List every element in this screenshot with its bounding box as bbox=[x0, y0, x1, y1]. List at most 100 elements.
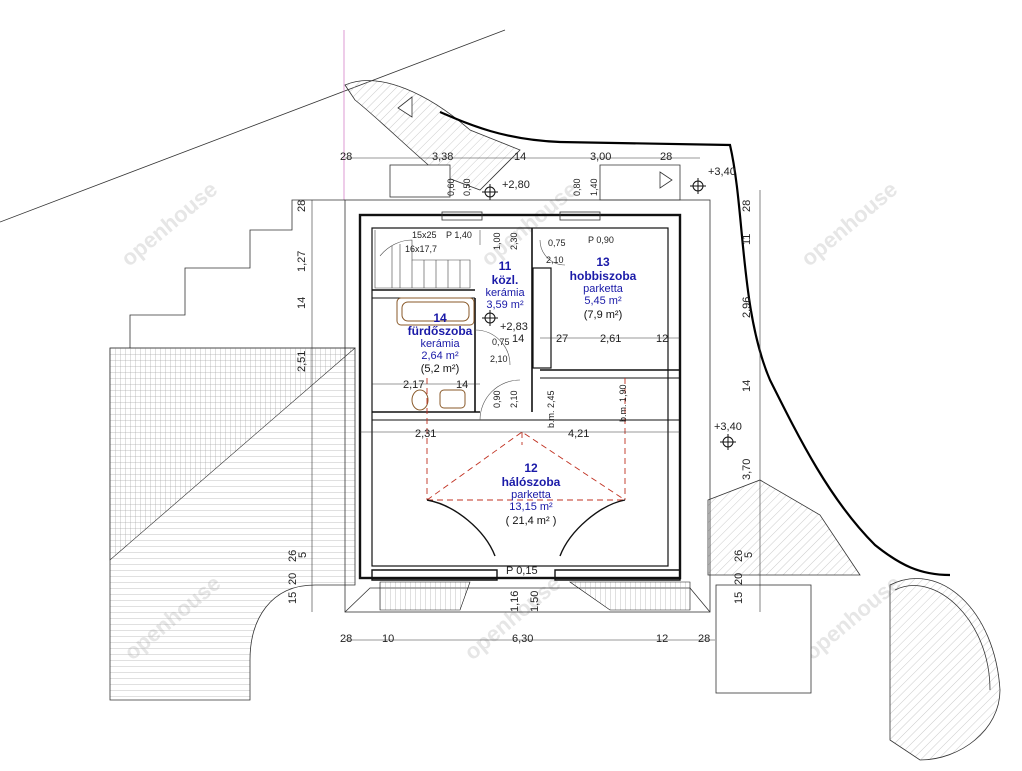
dim-inner: 0,75 bbox=[548, 238, 566, 248]
room-name: fürdőszoba bbox=[408, 324, 473, 338]
dim-inner: 2,10 bbox=[490, 354, 508, 364]
property-boundary bbox=[439, 110, 951, 577]
dim-bottom-5: 28 bbox=[698, 633, 710, 645]
roof-eaves bbox=[344, 199, 711, 613]
dim-left-5: 26 bbox=[287, 550, 299, 562]
dim-top-2: 3,38 bbox=[432, 151, 453, 163]
headroom-label: b.m. 1,90 bbox=[618, 384, 628, 422]
dim-right-9: 5 bbox=[743, 552, 755, 558]
room-12: 12 hálószoba parketta 13,15 m² ( 21,4 m²… bbox=[502, 461, 561, 527]
room-area-gross: (5,2 m²) bbox=[421, 363, 460, 375]
dim-inner: 2,30 bbox=[509, 232, 519, 250]
dim-inner: 14 bbox=[456, 379, 468, 391]
dim-bottom-3: 6,30 bbox=[512, 633, 533, 645]
dimension-lines bbox=[311, 157, 761, 641]
dim-inner: 0,90 bbox=[492, 390, 502, 408]
room-name: hálószoba bbox=[502, 475, 561, 489]
room-material: parketta bbox=[511, 489, 552, 501]
dim-inner: 4,21 bbox=[568, 428, 589, 440]
dim-right-2: 11 bbox=[741, 234, 753, 245]
top-windows bbox=[441, 211, 601, 221]
parapet-label: P 0,90 bbox=[588, 235, 614, 245]
room-area-gross: (7,9 m²) bbox=[584, 309, 623, 321]
dormer-outline bbox=[426, 378, 626, 501]
room-11: 11 közl. kerámia 3,59 m² bbox=[485, 259, 525, 311]
headroom-label: b.m. 2,45 bbox=[546, 390, 556, 428]
dim-left-4: 2,51 bbox=[296, 351, 308, 372]
bathroom-fixtures bbox=[396, 297, 475, 411]
dim-left-7: 15 bbox=[287, 592, 299, 604]
room-material: parketta bbox=[583, 283, 624, 295]
dim-top-5: 28 bbox=[660, 151, 672, 163]
room-number: 12 bbox=[524, 461, 538, 475]
room-area: 2,64 m² bbox=[421, 350, 459, 362]
dim-right-1: 28 bbox=[741, 200, 753, 212]
level-markers bbox=[482, 178, 736, 450]
level-label: +3,40 bbox=[714, 421, 742, 433]
parapet-label: P 0,15 bbox=[506, 565, 538, 577]
building-walls bbox=[358, 213, 682, 580]
dim-top-1: 28 bbox=[340, 151, 352, 163]
dim-inner: 1,50 bbox=[529, 591, 541, 612]
dim-inner: 0,80 bbox=[572, 178, 582, 196]
dim-left-8: 5 bbox=[297, 552, 309, 558]
watermark: openhouse bbox=[116, 176, 222, 271]
level-label: +3,40 bbox=[708, 166, 736, 178]
room-name: hobbiszoba bbox=[570, 269, 637, 283]
bottom-dormers bbox=[371, 499, 691, 611]
dim-inner: 0,50 bbox=[462, 178, 472, 196]
dim-inner: 2,10 bbox=[509, 390, 519, 408]
dim-top-4: 3,00 bbox=[590, 151, 611, 163]
room-number: 13 bbox=[596, 255, 610, 269]
dim-right-5: 3,70 bbox=[741, 459, 753, 480]
dim-inner: 2,10 bbox=[546, 255, 564, 265]
dim-bottom-4: 12 bbox=[656, 633, 668, 645]
level-label: +2,83 bbox=[500, 321, 528, 333]
dim-inner: 0,75 bbox=[492, 337, 510, 347]
dim-inner: 2,17 bbox=[403, 379, 424, 391]
top-stair bbox=[344, 80, 681, 201]
dim-inner: 1,16 bbox=[509, 591, 521, 612]
dim-right-6: 26 bbox=[733, 550, 745, 562]
dim-inner: 2,31 bbox=[415, 428, 436, 440]
room-number: 14 bbox=[433, 311, 447, 325]
toilet bbox=[411, 389, 429, 411]
room-area: 13,15 m² bbox=[509, 501, 553, 513]
room-material: kerámia bbox=[485, 287, 525, 299]
bathtub bbox=[396, 297, 475, 326]
level-label: +2,80 bbox=[502, 179, 530, 191]
room-14: 14 fürdőszoba kerámia 2,64 m² (5,2 m²) bbox=[408, 311, 473, 375]
room-material: kerámia bbox=[420, 338, 460, 350]
stair-label: 16x17,7 bbox=[405, 244, 437, 254]
watermark: openhouse bbox=[796, 176, 902, 271]
room-area-gross: ( 21,4 m² ) bbox=[506, 515, 557, 527]
room-number: 11 bbox=[499, 259, 512, 273]
dim-top-3: 14 bbox=[514, 151, 526, 163]
left-terrace bbox=[109, 347, 356, 701]
dim-inner: 27 bbox=[556, 333, 568, 345]
washbasin bbox=[439, 389, 466, 409]
watermark: openhouse bbox=[459, 570, 565, 665]
room-area: 5,45 m² bbox=[584, 295, 622, 307]
dim-inner: 2,61 bbox=[600, 333, 621, 345]
dim-inner: 14 bbox=[512, 333, 524, 345]
dim-left-3: 14 bbox=[296, 297, 308, 309]
dim-inner: 12 bbox=[656, 333, 668, 345]
stair-label: 15x25 bbox=[412, 230, 437, 240]
internal-stair bbox=[374, 230, 471, 289]
dim-inner: 1,00 bbox=[492, 232, 502, 250]
watermark: openhouse bbox=[799, 570, 905, 665]
right-terrace bbox=[707, 479, 1001, 761]
dim-left-2: 1,27 bbox=[296, 251, 308, 272]
dim-bottom-2: 10 bbox=[382, 633, 394, 645]
site-lines bbox=[0, 29, 506, 348]
dim-right-4: 14 bbox=[741, 380, 753, 392]
parapet-label: P 1,40 bbox=[446, 230, 472, 240]
dim-left-6: 20 bbox=[287, 573, 299, 585]
dim-right-7: 20 bbox=[733, 573, 745, 585]
door-swings bbox=[474, 230, 566, 421]
dim-inner: 0,60 bbox=[446, 178, 456, 196]
room-13: 13 hobbiszoba parketta 5,45 m² (7,9 m²) bbox=[570, 255, 637, 321]
dim-right-8: 15 bbox=[733, 592, 745, 604]
